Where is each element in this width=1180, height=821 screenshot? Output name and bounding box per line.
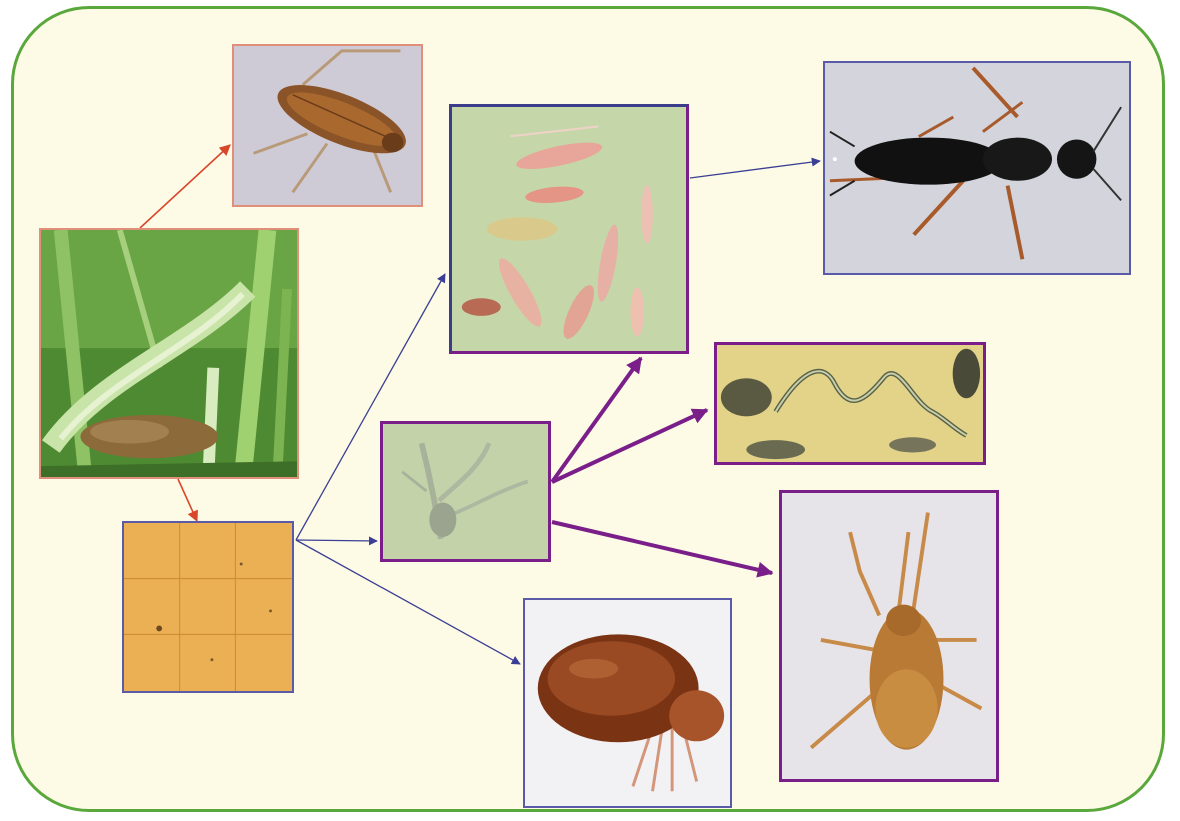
arrow-grass-to-springtail [140, 145, 230, 228]
arrow-hyphae-to-nematode [552, 410, 707, 482]
nematode-photo [714, 342, 986, 465]
springtail-photo [232, 44, 423, 207]
rove-beetle-photo [823, 61, 1131, 275]
arrow-grass-to-soil-sample [178, 479, 197, 521]
soil-sample-grid [122, 521, 294, 693]
microarthropod-mix [449, 104, 689, 354]
fungal-hyphae-photo [380, 421, 551, 562]
arrow-soil-to-hyphae [296, 540, 377, 541]
predatory-mite-photo [779, 490, 999, 782]
grass-photo [39, 228, 299, 479]
arrow-hyphae-to-predatory-mite [552, 522, 772, 573]
oribatid-mite-photo [523, 598, 732, 808]
arrow-microarthropods-to-beetle [690, 161, 820, 178]
